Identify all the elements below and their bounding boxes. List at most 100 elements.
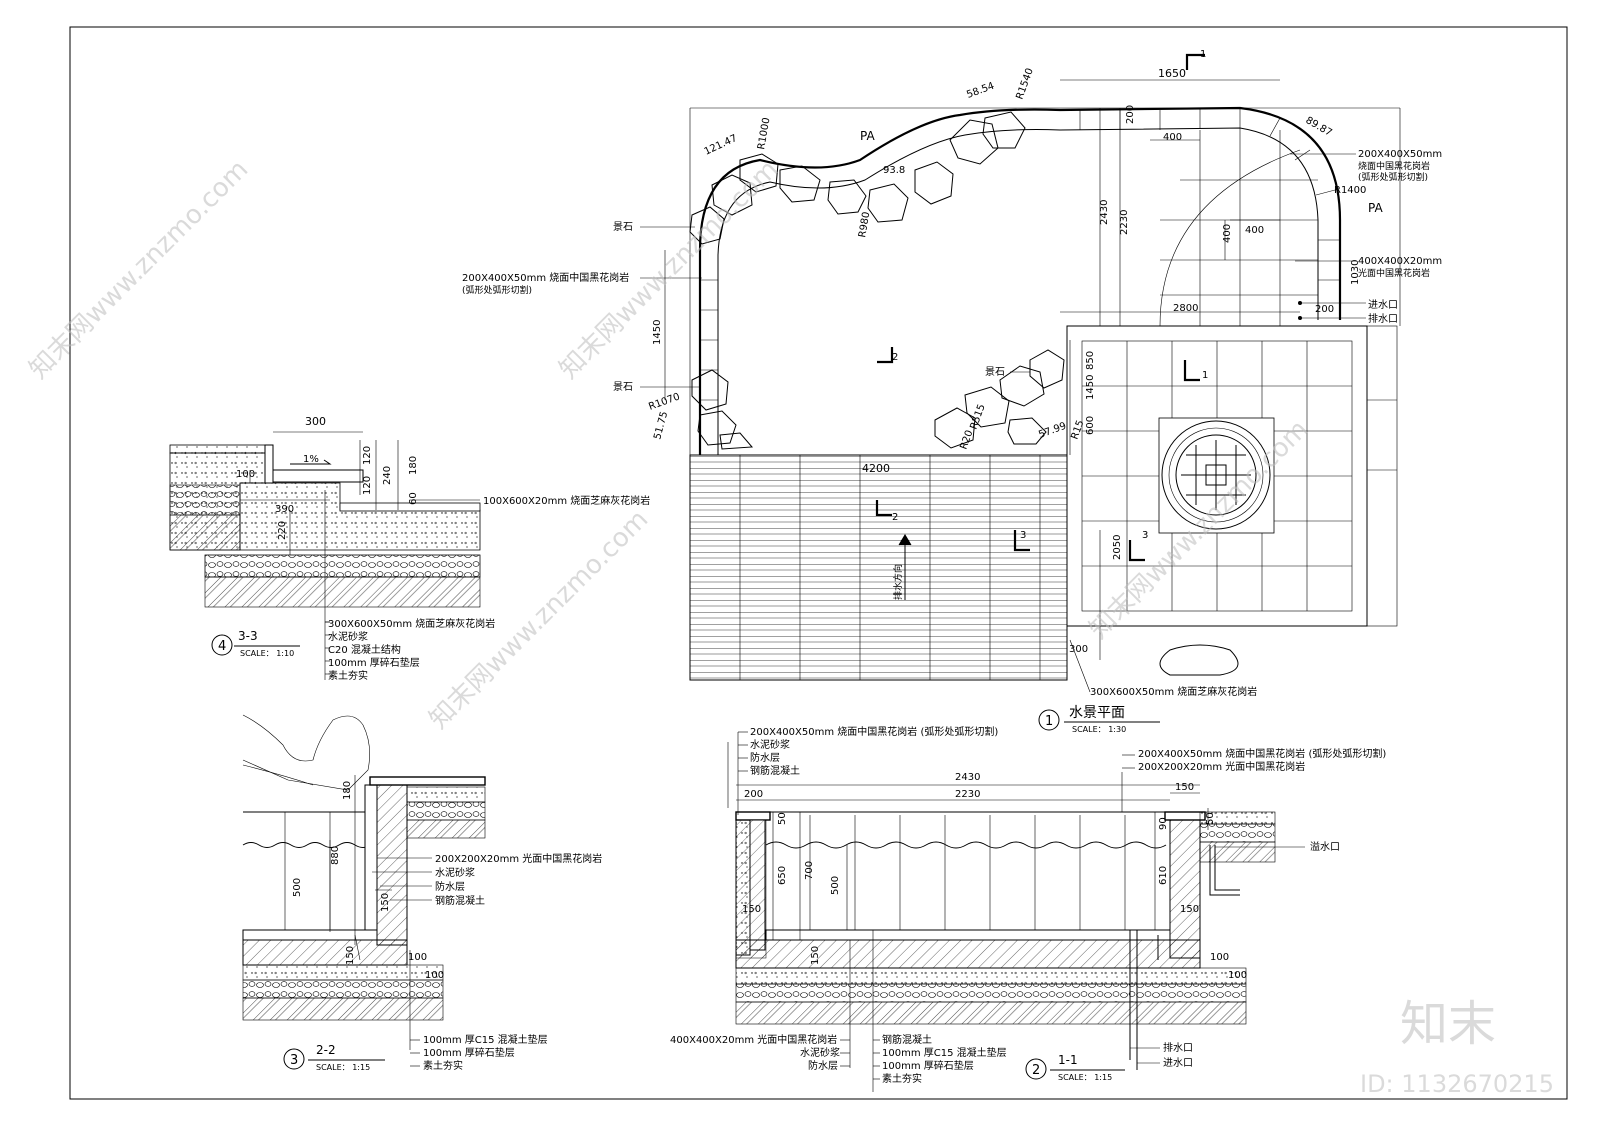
dim-1030: 1030	[1350, 260, 1361, 285]
dim-2050: 2050	[1112, 535, 1123, 560]
d22-dim-100a: 100	[408, 952, 427, 963]
d11-label-top-1: 200X400X50mm 烧面中国黑花岗岩 (弧形处弧形切割)	[750, 725, 998, 738]
d11-label-overflow: 溢水口	[1310, 840, 1340, 853]
d22-dim-180: 180	[342, 781, 353, 800]
d33-dim-220: 220	[277, 521, 288, 540]
dim-400-b: 400	[1222, 224, 1233, 243]
label-rock-top: 景石	[613, 221, 633, 233]
d11-dim-500: 500	[830, 876, 841, 895]
watermark-id: ID: 1132670215	[1360, 1070, 1554, 1098]
d33-layer-3: C20 混凝土结构	[328, 643, 401, 656]
label-paving-2-l2: 烧面中国黑花岗岩	[1358, 160, 1430, 172]
d11-label-bottom-mid-4: 素土夯实	[882, 1072, 922, 1085]
label-paving-1-l2: (弧形处弧形切割)	[462, 284, 532, 296]
label-paving-3-l2: 光面中国黑花岗岩	[1358, 267, 1430, 279]
d33-layer-4: 100mm 厚碎石垫层	[328, 656, 420, 669]
dim-5175: 51.75	[652, 410, 670, 441]
d11-label-inlet: 进水口	[1163, 1057, 1193, 1069]
label-pa-1: PA	[860, 129, 875, 143]
detail-3-3: 300 1% 120 240 180 120 60 100 390 220 10…	[169, 415, 650, 682]
d11-label-bottom-left-1: 400X400X20mm 光面中国黑花岗岩	[670, 1033, 837, 1046]
dim-r15: R15	[1069, 419, 1086, 441]
label-paving-2-l3: (弧形处弧形切割)	[1358, 171, 1428, 183]
dim-r1000: R1000	[756, 117, 772, 151]
d22-dim-150a: 150	[380, 893, 391, 912]
section-1-top: 1	[1200, 49, 1206, 60]
d11-label-bottom-mid-2: 100mm 厚C15 混凝土垫层	[882, 1046, 1007, 1059]
detail-2-2: 180 880 500 150 150 100 100 200X200X20mm…	[242, 714, 602, 1072]
d11-dim-150: 150	[1175, 782, 1194, 793]
d33-dim-120a: 120	[362, 446, 373, 465]
label-inlet-plan: 进水口	[1368, 299, 1398, 311]
d11-dim-200: 200	[744, 789, 763, 800]
landscape-rocks-left	[691, 369, 754, 450]
square-plaza	[1066, 325, 1398, 627]
d11-dim-50-right: 50	[1205, 812, 1216, 825]
d22-label-bottom-1: 100mm 厚C15 混凝土垫层	[423, 1033, 548, 1046]
d11-scale: SCALE： 1:15	[1058, 1073, 1112, 1082]
dim-2430: 2430	[1099, 200, 1110, 225]
medallion-outer	[1161, 420, 1271, 530]
d11-dim-700: 700	[804, 861, 815, 880]
dim-r1540: R1540	[1014, 67, 1035, 101]
section-markers	[875, 53, 1205, 562]
d11-label-drain: 排水口	[1163, 1041, 1193, 1054]
dim-5799: 57.99	[1037, 421, 1068, 441]
dim-400-a: 400	[1163, 132, 1182, 143]
detail-1-1: 200X400X50mm 烧面中国黑花岗岩 (弧形处弧形切割) 水泥砂浆 防水层…	[670, 725, 1386, 1092]
d11-label-top-3: 防水层	[750, 751, 780, 764]
watermark-site-1: 知末网www.znzmo.com	[24, 154, 255, 385]
d11-dim-150-left: 150	[742, 904, 761, 915]
dim-938: 93.8	[883, 165, 905, 176]
dim-300-plan: 300	[1069, 644, 1088, 655]
plan-title-bubble	[1038, 709, 1060, 731]
pond-outer-outline	[698, 106, 1342, 455]
d22-title-number: 3	[290, 1053, 298, 1068]
dim-600: 600	[1085, 416, 1096, 435]
d33-dim-240: 240	[382, 466, 393, 485]
d33-title: 3-3	[238, 629, 258, 643]
pond-tile-area	[1159, 128, 1318, 327]
d33-label-paving: 100X600X20mm 烧面芝麻灰花岗岩	[483, 494, 650, 507]
d33-layer-1: 300X600X50mm 烧面芝麻灰花岗岩	[328, 617, 495, 630]
label-paving-1-l1: 200X400X50mm 烧面中国黑花岗岩	[462, 271, 629, 284]
d33-dim-60: 60	[408, 492, 419, 505]
d11-dim-150-bottom: 150	[810, 946, 821, 965]
label-rock-left: 景石	[613, 381, 633, 393]
d22-dim-500: 500	[292, 878, 303, 897]
d22-label-bottom-2: 100mm 厚碎石垫层	[423, 1046, 515, 1059]
pond-inner-outline	[717, 127, 1319, 455]
d11-dim-650: 650	[777, 866, 788, 885]
d22-dim-880: 880	[330, 846, 341, 865]
d33-title-number: 4	[218, 639, 226, 654]
dim-200-b: 200	[1315, 304, 1334, 315]
d11-dim-90: 90	[1158, 817, 1169, 830]
label-outlet-plan: 排水口	[1368, 312, 1398, 325]
d33-layer-5: 素土夯实	[328, 669, 368, 682]
dim-2800: 2800	[1173, 303, 1198, 314]
deck-area	[689, 454, 1239, 681]
landscape-rocks-top	[689, 111, 1026, 245]
d11-title-number: 2	[1032, 1063, 1040, 1078]
dim-r1070: R1070	[647, 391, 681, 412]
d11-dim-100-b: 100	[1228, 970, 1247, 981]
d11-title: 1-1	[1058, 1053, 1078, 1067]
d11-label-top-right-1: 200X400X50mm 烧面中国黑花岗岩 (弧形处弧形切割)	[1138, 747, 1386, 760]
d11-dim-100-a: 100	[1210, 952, 1229, 963]
label-paving-3-l1: 400X400X20mm	[1358, 256, 1442, 267]
label-pa-2: PA	[1368, 201, 1383, 215]
d11-dim-150-right: 150	[1180, 904, 1199, 915]
d33-scale: SCALE： 1:10	[240, 649, 294, 658]
section-1-right: 1	[1202, 370, 1208, 381]
sheet-border	[69, 26, 1568, 1100]
d11-dim-610: 610	[1158, 866, 1169, 885]
d22-label-right-3: 防水层	[435, 880, 465, 893]
dim-1450-right: 1450	[1085, 375, 1096, 400]
shou-medallion-icon	[1181, 440, 1251, 510]
d11-label-top-4: 钢筋混凝土	[750, 764, 800, 777]
d33-dim-120b: 120	[362, 476, 373, 495]
d11-dim-2430: 2430	[955, 772, 980, 783]
d11-label-bottom-mid-3: 100mm 厚碎石垫层	[882, 1059, 974, 1072]
d22-title: 2-2	[316, 1043, 336, 1057]
